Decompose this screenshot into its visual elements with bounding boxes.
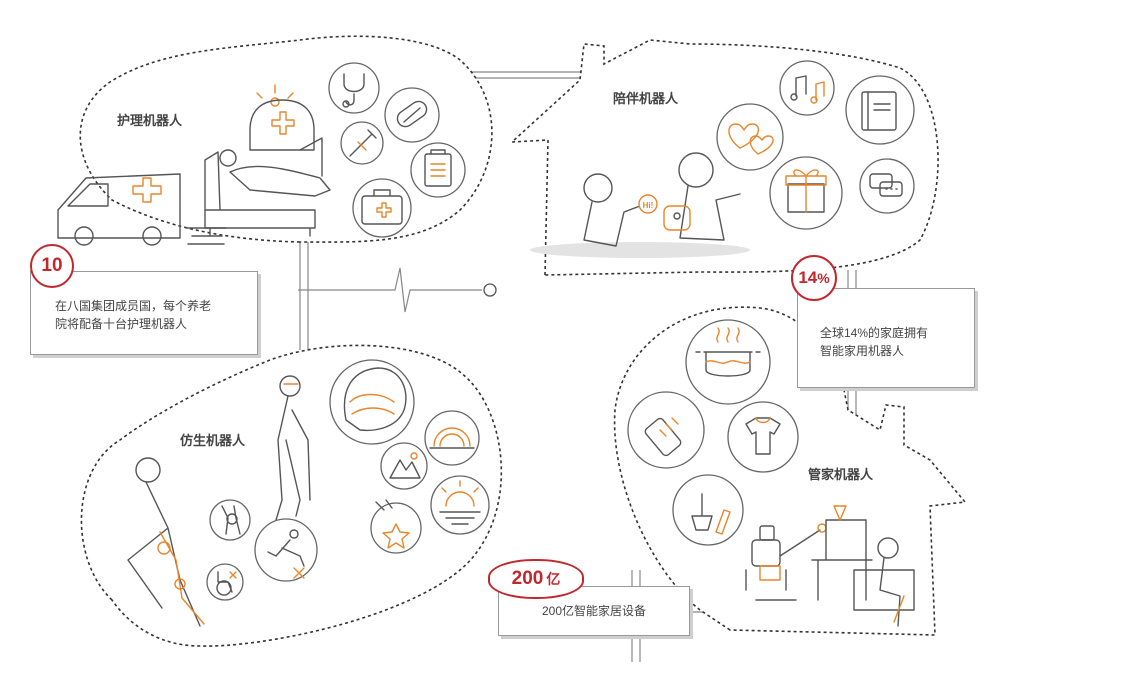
knee-joint-icon [209, 499, 251, 541]
music-notes-icon [779, 60, 835, 116]
clipboard-icon [410, 142, 466, 198]
stat-value: 200 [511, 568, 544, 589]
stat-value: 14 [798, 268, 818, 287]
children-figures: Hi! [530, 152, 750, 258]
stat-card-households: 全球14%的家庭拥有 智能家用机器人 [797, 288, 975, 388]
stat-text-line: 200亿智能家居设备 [541, 604, 647, 618]
companion-robot-title: 陪伴机器人 [613, 91, 679, 106]
fall-icon [254, 518, 318, 582]
nursing-bubble [79, 35, 493, 243]
baby-bottle-icon [627, 391, 705, 469]
medical-dome-icon [249, 99, 315, 151]
stat-text-line: 智能家用机器人 [820, 344, 905, 358]
mountain-icon [380, 442, 428, 490]
relaxing-person-icon [853, 537, 915, 627]
bionic-robot-title: 仿生机器人 [180, 433, 246, 448]
gift-icon [769, 156, 843, 230]
stat-value: 10 [41, 255, 63, 276]
cooking-pot-icon [685, 319, 771, 405]
stat-unit: % [817, 270, 830, 286]
sunset-icon [430, 475, 490, 535]
exoskeleton-icon [127, 457, 205, 627]
housekeeper-robot-title: 管家机器人 [808, 467, 874, 482]
dustpan-icon [672, 474, 744, 546]
stethoscope-icon [328, 62, 380, 114]
stat-badge-14-percent: 14% [791, 255, 837, 301]
stat-card-nursing: 在八国集团成员国，每个养老 院将配备十台护理机器人 [30, 271, 258, 355]
stat-card-devices: 200亿智能家居设备 [498, 586, 690, 636]
wheelchair-icon [206, 563, 244, 601]
desk-lamp-icon [811, 505, 873, 601]
speech-bubble-text: Hi! [643, 201, 654, 210]
walking-person-icon [275, 375, 311, 521]
brain-helmet-icon [329, 359, 415, 445]
stat-text-line: 全球14%的家庭拥有 [820, 326, 929, 340]
first-aid-kit-icon [352, 178, 412, 238]
crashing-star-icon [370, 499, 422, 554]
stat-text-line: 在八国集团成员国，每个养老 [55, 299, 212, 313]
hearts-icon [716, 103, 784, 171]
pill-icon [384, 87, 440, 143]
syringe-icon [340, 121, 384, 165]
nursing-robot-title: 护理机器人 [117, 113, 183, 128]
chat-icon [859, 158, 915, 214]
stat-unit: 亿 [546, 571, 561, 587]
stat-badge-10: 10 [30, 244, 74, 288]
tshirt-icon [727, 401, 799, 473]
book-icon [845, 75, 915, 145]
patient-bed-icon [204, 84, 331, 237]
stat-text-line: 院将配备十台护理机器人 [55, 317, 188, 331]
rainbow-icon [424, 410, 480, 466]
